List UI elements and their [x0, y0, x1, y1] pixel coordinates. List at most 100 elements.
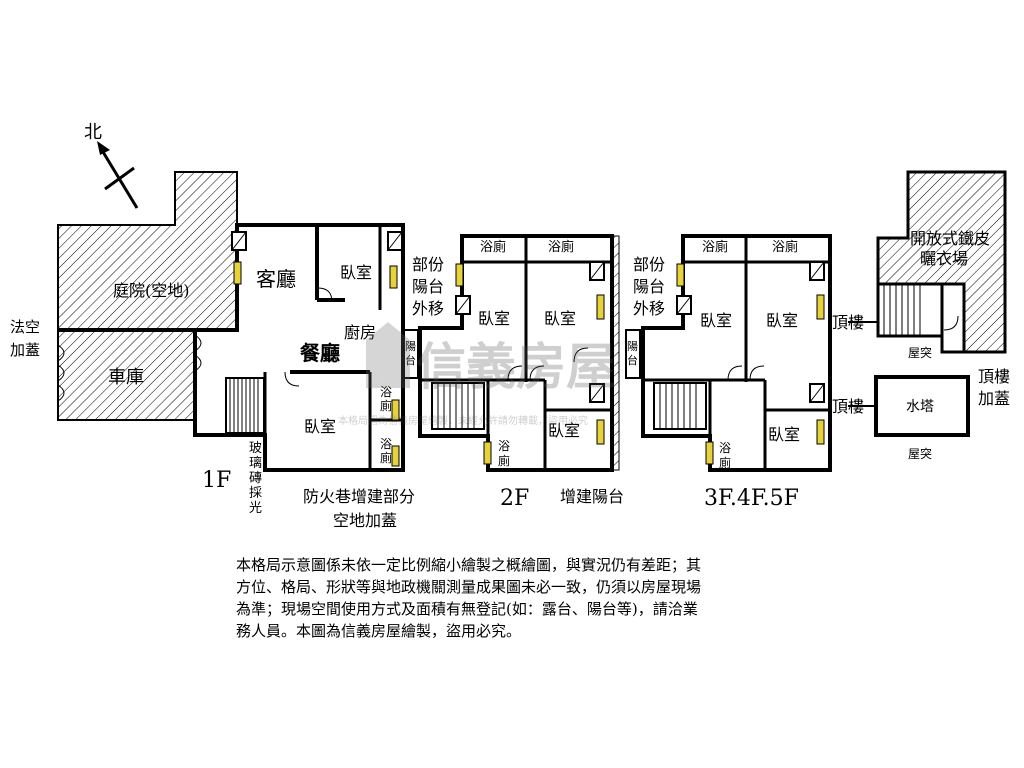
window-mark: [809, 261, 825, 281]
staircase-roof: [876, 282, 944, 338]
bedroom-b-label: 臥室: [304, 417, 336, 436]
window-mark: [589, 261, 605, 281]
courtyard-label: 庭院(空地): [113, 281, 190, 300]
drying-area-2: 曬衣場: [920, 249, 968, 268]
staircase-345f: [653, 382, 707, 430]
door-arc: [284, 371, 300, 387]
partial-balcony-1: 部份: [412, 255, 444, 274]
bedroom-left-label: 臥室: [478, 309, 510, 328]
window-mark: [676, 295, 692, 315]
glass-brick-2: 璃: [249, 456, 262, 471]
watermark-fine-print: 本格局圖為信義房屋繪製，未經允許請勿轉載，盜用必究: [338, 414, 588, 427]
bath-b-label-1: 浴: [380, 437, 392, 451]
glass-brick-3: 磚: [249, 471, 262, 486]
partial-balcony-2: 陽台: [633, 277, 665, 296]
bath-top-right-label: 浴廁: [548, 239, 574, 255]
roof-penthouse-door: [940, 282, 966, 354]
bedroom-right-label: 臥室: [768, 425, 800, 444]
garage-label: 車庫: [108, 367, 144, 388]
window-yellow: [389, 265, 398, 289]
partial-balcony-2: 陽台: [412, 277, 444, 296]
balcony-2: 台: [405, 353, 416, 367]
bath-bottom-1: 浴: [719, 441, 731, 455]
window-mark: [387, 231, 403, 251]
legal-space-label-2: 加蓋: [10, 341, 40, 359]
roof-floors: 開放式鐵皮 曬衣場 頂樓 屋突 頂樓 水塔 屋突 頂樓 加蓋: [832, 170, 1010, 461]
door-arc: [727, 365, 765, 381]
bath-a-label-2: 廁: [380, 398, 392, 413]
garage-door: [194, 334, 202, 372]
window-yellow: [596, 294, 605, 320]
legal-space-door: [57, 344, 65, 402]
bath-top-left-label: 浴廁: [480, 239, 506, 255]
window-yellow: [676, 263, 685, 287]
legal-space-label-1: 法空: [10, 318, 40, 336]
balcony-box: [403, 329, 419, 379]
window-mark: [809, 383, 825, 403]
glass-brick-1: 玻: [249, 441, 262, 456]
door-arc: [573, 347, 589, 363]
bedroom-left-label: 臥室: [700, 311, 732, 330]
bath-bottom-2: 廁: [719, 455, 731, 470]
added-balcony-hatch: [611, 235, 620, 471]
living-room-label: 客廳: [256, 267, 296, 291]
chimney-b-label: 屋突: [908, 446, 932, 461]
glass-brick-4: 採: [249, 486, 262, 501]
watermark-logo: [366, 322, 410, 388]
balcony-box: [625, 329, 641, 379]
window-yellow: [483, 441, 492, 465]
chimney-a-label: 屋突: [908, 345, 932, 360]
water-tower-label: 水塔: [906, 399, 934, 415]
watermark: 信義房屋 本格局圖為信義房屋繪製，未經允許請勿轉載，盜用必究: [338, 322, 616, 427]
bath-bottom-2: 廁: [498, 453, 510, 468]
floor-345f: 浴廁 浴廁 部份 陽台 外移 陽 台 臥室 臥室 臥室 浴 廁 3F.4F.5F: [625, 234, 832, 511]
staircase-1f: [225, 377, 265, 434]
door-arc: [943, 315, 959, 331]
bedroom-a-label: 臥室: [340, 263, 372, 282]
partial-balcony-3: 外移: [633, 299, 665, 318]
window-yellow: [455, 263, 464, 287]
window-mark: [589, 383, 605, 403]
disclaimer-line-4: 務人員。本圖為信義房屋繪製，盜用必究。: [236, 622, 522, 640]
roof-cover-1: 頂樓: [978, 367, 1010, 386]
door-arc: [317, 287, 333, 303]
window-yellow: [596, 419, 605, 445]
floor-2f: 浴廁 浴廁 部份 陽台 外移 陽 台 臥室 臥室 臥室 浴 廁 2F 增建陽台: [403, 234, 624, 511]
floor-345f-outline: [641, 234, 832, 472]
dining-room-label: 餐廳: [300, 341, 340, 365]
window-yellow: [391, 399, 400, 421]
balcony-2: 台: [627, 353, 638, 367]
disclaimer-note: 本格局示意圖係未依一定比例縮小繪製之概繪圖，與實況仍有差距；其 方位、格局、形狀…: [236, 554, 806, 642]
bath-top-left-label: 浴廁: [702, 239, 728, 255]
disclaimer-line-3: 為準；現場空間使用方式及面積有無登記(如：露台、陽台等)，請洽業: [236, 600, 698, 618]
disclaimer-line-2: 方位、格局、形狀等與地政機關測量成果圖未必一致，仍須以房屋現場: [236, 578, 702, 596]
roof-cover-2: 加蓋: [978, 389, 1010, 408]
floor-2f-label: 2F: [500, 486, 529, 511]
staircase-2f: [431, 382, 485, 430]
bath-a-label-1: 浴: [380, 385, 392, 399]
bath-bottom-1: 浴: [498, 439, 510, 453]
kitchen-label: 廚房: [344, 323, 376, 342]
bath-top-right-label: 浴廁: [772, 239, 798, 255]
window-yellow: [391, 445, 400, 467]
bedroom-right-label: 臥室: [548, 421, 580, 440]
firelane-label-2: 空地加蓋: [333, 511, 397, 530]
drying-area-1: 開放式鐵皮: [910, 229, 990, 248]
added-balcony-label: 增建陽台: [560, 487, 624, 506]
balcony-1: 陽: [627, 340, 638, 353]
window-mark: [231, 231, 247, 251]
north-label: 北: [84, 122, 102, 143]
window-yellow: [705, 441, 714, 465]
window-mark: [455, 295, 471, 315]
floor-345f-label: 3F.4F.5F: [704, 486, 799, 511]
partial-balcony-3: 外移: [412, 299, 444, 318]
watermark-brand: 信義房屋: [416, 338, 616, 396]
firelane-label-1: 防火巷增建部分: [303, 487, 415, 506]
bedroom-mid-label: 臥室: [544, 309, 576, 328]
floor-1f-label: 1F: [202, 468, 231, 493]
window-yellow: [816, 419, 825, 445]
bath-b-label-2: 廁: [380, 450, 392, 465]
glass-brick-5: 光: [249, 501, 262, 516]
compass: 北: [84, 122, 139, 209]
